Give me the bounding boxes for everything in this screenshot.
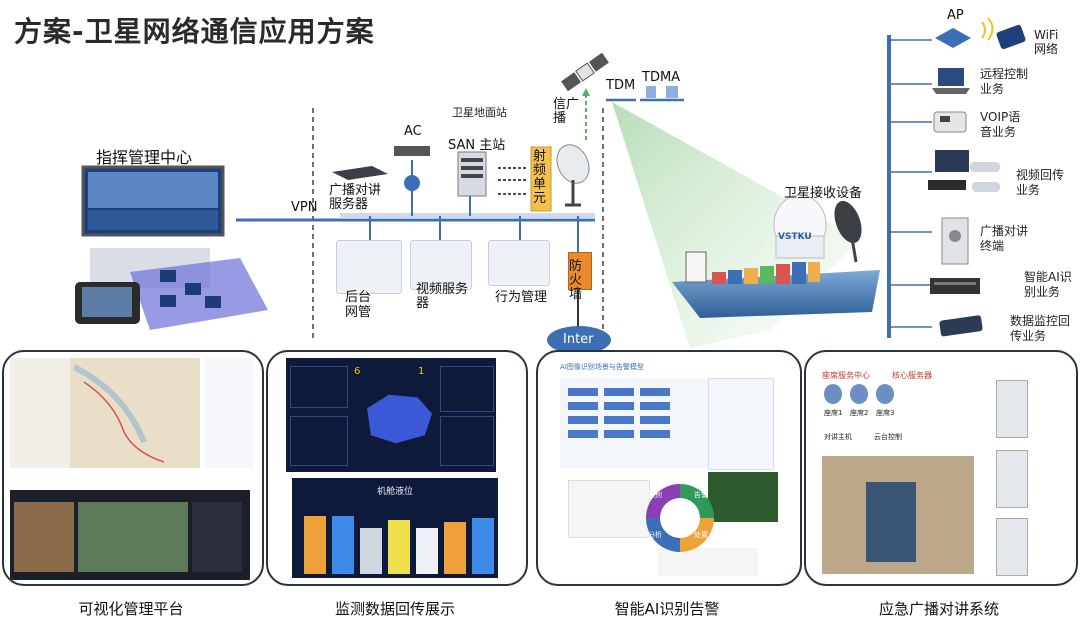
core-server-label: 核心服务器: [892, 371, 932, 380]
monitor-box-icon: [939, 315, 983, 337]
satellite-icon: [561, 52, 609, 92]
firewall-device: [568, 252, 592, 290]
rf-unit-label: 射频单元: [533, 149, 547, 206]
rf-unit: [530, 146, 552, 212]
laptop-icon: [932, 68, 970, 94]
vsat-brand-label: VSTKU: [778, 232, 812, 242]
panel-emergency-broadcast: 座席服务中心 核心服务器 座席1 座席2 座席3 对讲主机 云台控制: [804, 350, 1078, 586]
caption-monitoring: 监测数据回传展示: [334, 600, 455, 618]
ac-switch: [394, 146, 430, 156]
tdma-label: TDMA: [642, 70, 681, 85]
behavior-mgmt-device: [488, 240, 550, 286]
voip-label: VOIP语音业务: [980, 110, 1021, 139]
video-server-label: 视频服务器: [416, 282, 469, 311]
intercom-panel-3: [996, 518, 1028, 576]
seat-center-label: 座席服务中心: [822, 371, 870, 380]
receiver-label: 卫星接收设备: [784, 186, 863, 201]
caption-ai-alarm: 智能AI识别告警: [614, 600, 720, 618]
seat-3: 座席3: [876, 409, 895, 417]
panel-monitoring: 6 1 机舱液位: [266, 350, 528, 586]
seat-1: 座席1: [824, 409, 843, 417]
san-label: SAN 主站: [448, 138, 506, 153]
seat-2: 座席2: [850, 409, 869, 417]
china-map: [367, 394, 432, 444]
ai-cycle-diagram: [646, 484, 714, 552]
command-center-label: 指挥管理中心: [96, 148, 193, 167]
caption-emergency-broadcast: 应急广播对讲系统: [878, 600, 999, 618]
video-server-device: [410, 240, 472, 290]
ap-wifi-icon: [935, 28, 971, 48]
ground-dish: [556, 144, 590, 184]
panel-visual-platform: [2, 350, 264, 586]
tdm-label: TDM: [606, 78, 636, 93]
cycle-analyze: 分析: [648, 531, 662, 539]
intercom-host-label: 对讲主机: [824, 433, 852, 441]
vpn-label: VPN: [291, 200, 318, 215]
tank-level-title: 机舱液位: [376, 487, 413, 497]
broadcast-server-label: 广播对讲服务器: [329, 183, 382, 212]
tablet-icon: [996, 24, 1026, 50]
wifi-service-label: WiFi网络: [1034, 28, 1059, 56]
stat-value-1: 6: [354, 366, 361, 377]
ac-label: AC: [404, 124, 422, 139]
internet-cloud: [547, 326, 611, 354]
cycle-handle: 处置: [694, 531, 708, 539]
page-title: 方案-卫星网络通信应用方案: [14, 15, 375, 48]
caption-visual-platform: 可视化管理平台: [78, 600, 184, 618]
behavior-mgmt-label: 行为管理: [495, 290, 548, 305]
ship-dish: [834, 200, 862, 244]
coastline-map: [72, 364, 165, 463]
phone-icon: [933, 111, 967, 133]
intercom-terminal-label: 广播对讲终端: [980, 224, 1029, 253]
video-return-label: 视频回传业务: [1016, 168, 1065, 197]
backend-mgmt-device: [336, 240, 402, 294]
inter-label: Inter: [563, 332, 594, 347]
cycle-alarm: 告警: [694, 491, 708, 499]
ai-service-label: 智能AI识别业务: [1024, 270, 1072, 299]
intercom-icon: [941, 217, 969, 265]
intercom-panel-2: [996, 450, 1028, 508]
panel-ai-alarm: AI图像识别场景与告警模型 告警 处置 分析 识别: [536, 350, 802, 586]
intercom-panel-1: [996, 380, 1028, 438]
camera-nvr-icon: [928, 150, 1000, 192]
stat-value-2: 1: [418, 366, 425, 377]
beacon-label: 信广播: [553, 97, 580, 126]
ai-panel-header: AI图像识别场景与告警模型: [560, 363, 644, 371]
ai-box-icon: [930, 278, 980, 294]
remote-control-label: 远程控制业务: [980, 67, 1029, 96]
ap-label: AP: [947, 8, 964, 23]
firewall-label: 防火墙: [569, 259, 583, 302]
ptz-control-label: 云台控制: [874, 433, 902, 441]
backend-mgmt-label: 后台网管: [345, 290, 372, 320]
ground-station-label: 卫星地面站: [452, 106, 507, 119]
cycle-identify: 识别: [648, 491, 662, 499]
data-monitor-label: 数据监控回传业务: [1010, 314, 1071, 343]
broadcast-server-device: [332, 166, 388, 180]
